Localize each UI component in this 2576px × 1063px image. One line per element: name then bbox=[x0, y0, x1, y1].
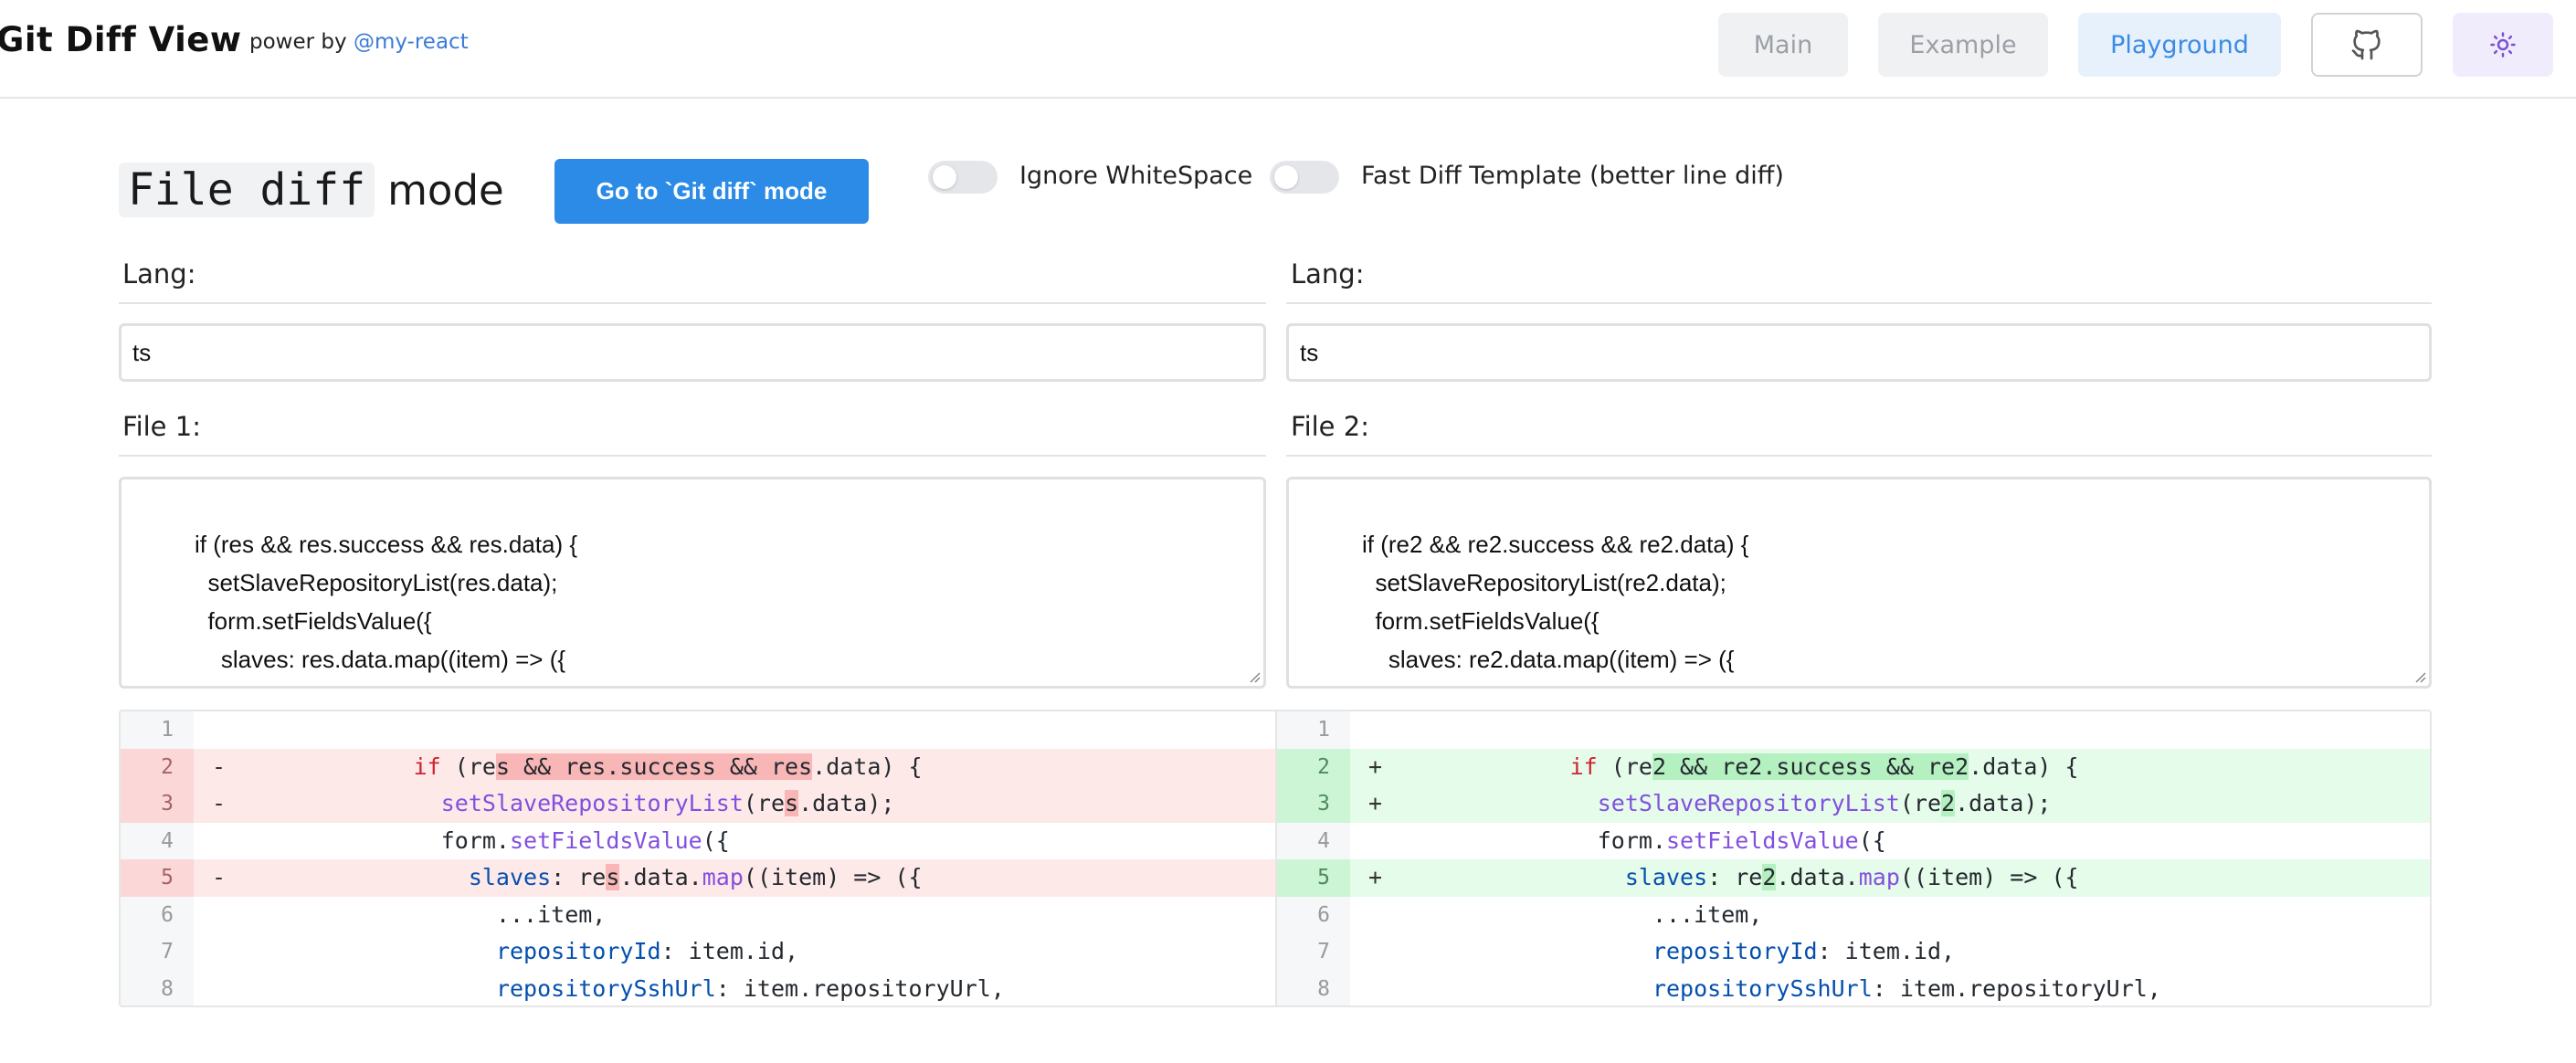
code-line: setSlaveRepositoryList(re2.data); bbox=[1597, 790, 2052, 816]
sun-icon bbox=[2490, 32, 2516, 58]
line-number: 1 bbox=[1277, 711, 1350, 749]
line-number: 7 bbox=[121, 933, 194, 971]
right-file-textarea[interactable]: if (re2 && re2.success && re2.data) { se… bbox=[1286, 477, 2432, 689]
diff-sign: - bbox=[212, 790, 227, 816]
diff-row: 3 + setSlaveRepositoryList(re2.data); bbox=[1277, 785, 2430, 823]
diff-row: 2 - if (res && res.success && res.data) … bbox=[121, 748, 1275, 785]
right-file-divider bbox=[1286, 455, 2432, 457]
line-number: 7 bbox=[1277, 933, 1350, 971]
line-number: 1 bbox=[121, 711, 194, 749]
ignore-whitespace-label: Ignore WhiteSpace bbox=[1019, 162, 1253, 190]
diff-new-pane: 1 2 + if (re2 && re2.success && re2.data… bbox=[1277, 711, 2430, 1005]
code-line: repositorySshUrl: item.repositoryUrl, bbox=[495, 974, 1005, 1002]
nav-playground-button[interactable]: Playground bbox=[2078, 13, 2281, 77]
powered-by: power by @my-react bbox=[249, 30, 469, 54]
diff-row: 3 - setSlaveRepositoryList(res.data); bbox=[121, 785, 1275, 823]
diff-old-pane: 1 2 - if (res && res.success && res.data… bbox=[121, 711, 1277, 1005]
resize-handle-icon[interactable] bbox=[1248, 670, 1261, 683]
diff-row: 4 form.setFieldsValue({ bbox=[1277, 822, 2430, 859]
diff-sign: + bbox=[1368, 864, 1383, 890]
left-file-label: File 1: bbox=[122, 411, 201, 442]
diff-row: 5 - slaves: res.data.map((item) => ({ bbox=[121, 859, 1275, 897]
github-icon bbox=[2351, 29, 2381, 60]
left-file-divider bbox=[119, 455, 1266, 457]
code-line: repositoryId: item.id, bbox=[495, 938, 799, 964]
diff-row: 8 repositorySshUrl: item.repositoryUrl, bbox=[1277, 970, 2430, 1005]
diff-row: 8 repositorySshUrl: item.repositoryUrl, bbox=[121, 970, 1275, 1005]
diff-sign: + bbox=[1368, 753, 1383, 780]
left-lang-input[interactable]: ts bbox=[119, 323, 1266, 382]
diff-view: 1 2 - if (res && res.success && res.data… bbox=[119, 710, 2432, 1007]
diff-row: 7 repositoryId: item.id, bbox=[121, 933, 1275, 971]
diff-row: 6 ...item, bbox=[1277, 896, 2430, 933]
my-react-link[interactable]: @my-react bbox=[353, 30, 469, 54]
code-line: repositoryId: item.id, bbox=[1652, 938, 1956, 964]
line-number: 8 bbox=[121, 970, 194, 1005]
line-number: 3 bbox=[121, 785, 194, 823]
left-file-textarea[interactable]: if (res && res.success && res.data) { se… bbox=[119, 477, 1266, 689]
code-line: form.setFieldsValue({ bbox=[440, 826, 730, 854]
diff-row: 7 repositoryId: item.id, bbox=[1277, 933, 2430, 971]
ignore-whitespace-toggle[interactable] bbox=[928, 161, 998, 194]
git-diff-mode-button[interactable]: Go to `Git diff` mode bbox=[554, 159, 869, 224]
code-line: if (re2 && re2.success && re2.data) { bbox=[1569, 753, 2079, 780]
code-line: form.setFieldsValue({ bbox=[1597, 826, 1886, 854]
right-lang-input[interactable]: ts bbox=[1286, 323, 2432, 382]
diff-row: 2 + if (re2 && re2.success && re2.data) … bbox=[1277, 748, 2430, 785]
theme-toggle-button[interactable] bbox=[2453, 13, 2553, 77]
diff-sign: - bbox=[212, 864, 227, 890]
github-button[interactable] bbox=[2311, 13, 2423, 77]
left-lang-label: Lang: bbox=[122, 258, 196, 289]
app-header: Git Diff View power by @my-react Main Ex… bbox=[0, 0, 2576, 99]
code-line: slaves: res.data.map((item) => ({ bbox=[468, 864, 923, 890]
line-number: 4 bbox=[121, 822, 194, 859]
right-lang-label: Lang: bbox=[1291, 258, 1365, 289]
right-file-text: if (re2 && re2.success && re2.data) { se… bbox=[1362, 531, 1749, 673]
code-line: slaves: re2.data.map((item) => ({ bbox=[1624, 864, 2079, 890]
left-lang-divider bbox=[119, 302, 1266, 304]
line-number: 5 bbox=[121, 859, 194, 897]
nav-example-button[interactable]: Example bbox=[1878, 13, 2048, 77]
mode-word: mode bbox=[387, 165, 504, 215]
diff-row: 6 ...item, bbox=[121, 896, 1275, 933]
diff-row: 4 form.setFieldsValue({ bbox=[121, 822, 1275, 859]
diff-row: 1 bbox=[121, 711, 1275, 749]
line-number: 4 bbox=[1277, 822, 1350, 859]
resize-handle-icon[interactable] bbox=[2413, 670, 2426, 683]
brand-title[interactable]: Git Diff View bbox=[0, 20, 242, 59]
diff-row: 5 + slaves: re2.data.map((item) => ({ bbox=[1277, 859, 2430, 897]
line-number: 5 bbox=[1277, 859, 1350, 897]
code-line: if (res && res.success && res.data) { bbox=[413, 753, 923, 780]
code-line: setSlaveRepositoryList(res.data); bbox=[440, 790, 895, 816]
left-file-text: if (res && res.success && res.data) { se… bbox=[195, 531, 578, 673]
line-number: 8 bbox=[1277, 970, 1350, 1005]
diff-sign: + bbox=[1368, 790, 1383, 816]
line-number: 2 bbox=[121, 748, 194, 785]
line-number: 2 bbox=[1277, 748, 1350, 785]
diff-sign: - bbox=[212, 753, 227, 780]
code-line: repositorySshUrl: item.repositoryUrl, bbox=[1652, 974, 2161, 1002]
line-number: 6 bbox=[1277, 896, 1350, 933]
line-number: 6 bbox=[121, 896, 194, 933]
fast-diff-label: Fast Diff Template (better line diff) bbox=[1361, 162, 1784, 190]
line-number: 3 bbox=[1277, 785, 1350, 823]
code-line: ...item, bbox=[495, 900, 607, 928]
mode-code: File diff bbox=[119, 163, 375, 217]
fast-diff-toggle[interactable] bbox=[1270, 161, 1339, 194]
right-file-label: File 2: bbox=[1291, 411, 1369, 442]
mode-title: File diff mode bbox=[119, 163, 504, 217]
right-lang-divider bbox=[1286, 302, 2432, 304]
diff-row: 1 bbox=[1277, 711, 2430, 749]
powered-by-text: power by bbox=[249, 30, 347, 54]
nav-main-button[interactable]: Main bbox=[1718, 13, 1848, 77]
code-line: ...item, bbox=[1652, 900, 1763, 928]
